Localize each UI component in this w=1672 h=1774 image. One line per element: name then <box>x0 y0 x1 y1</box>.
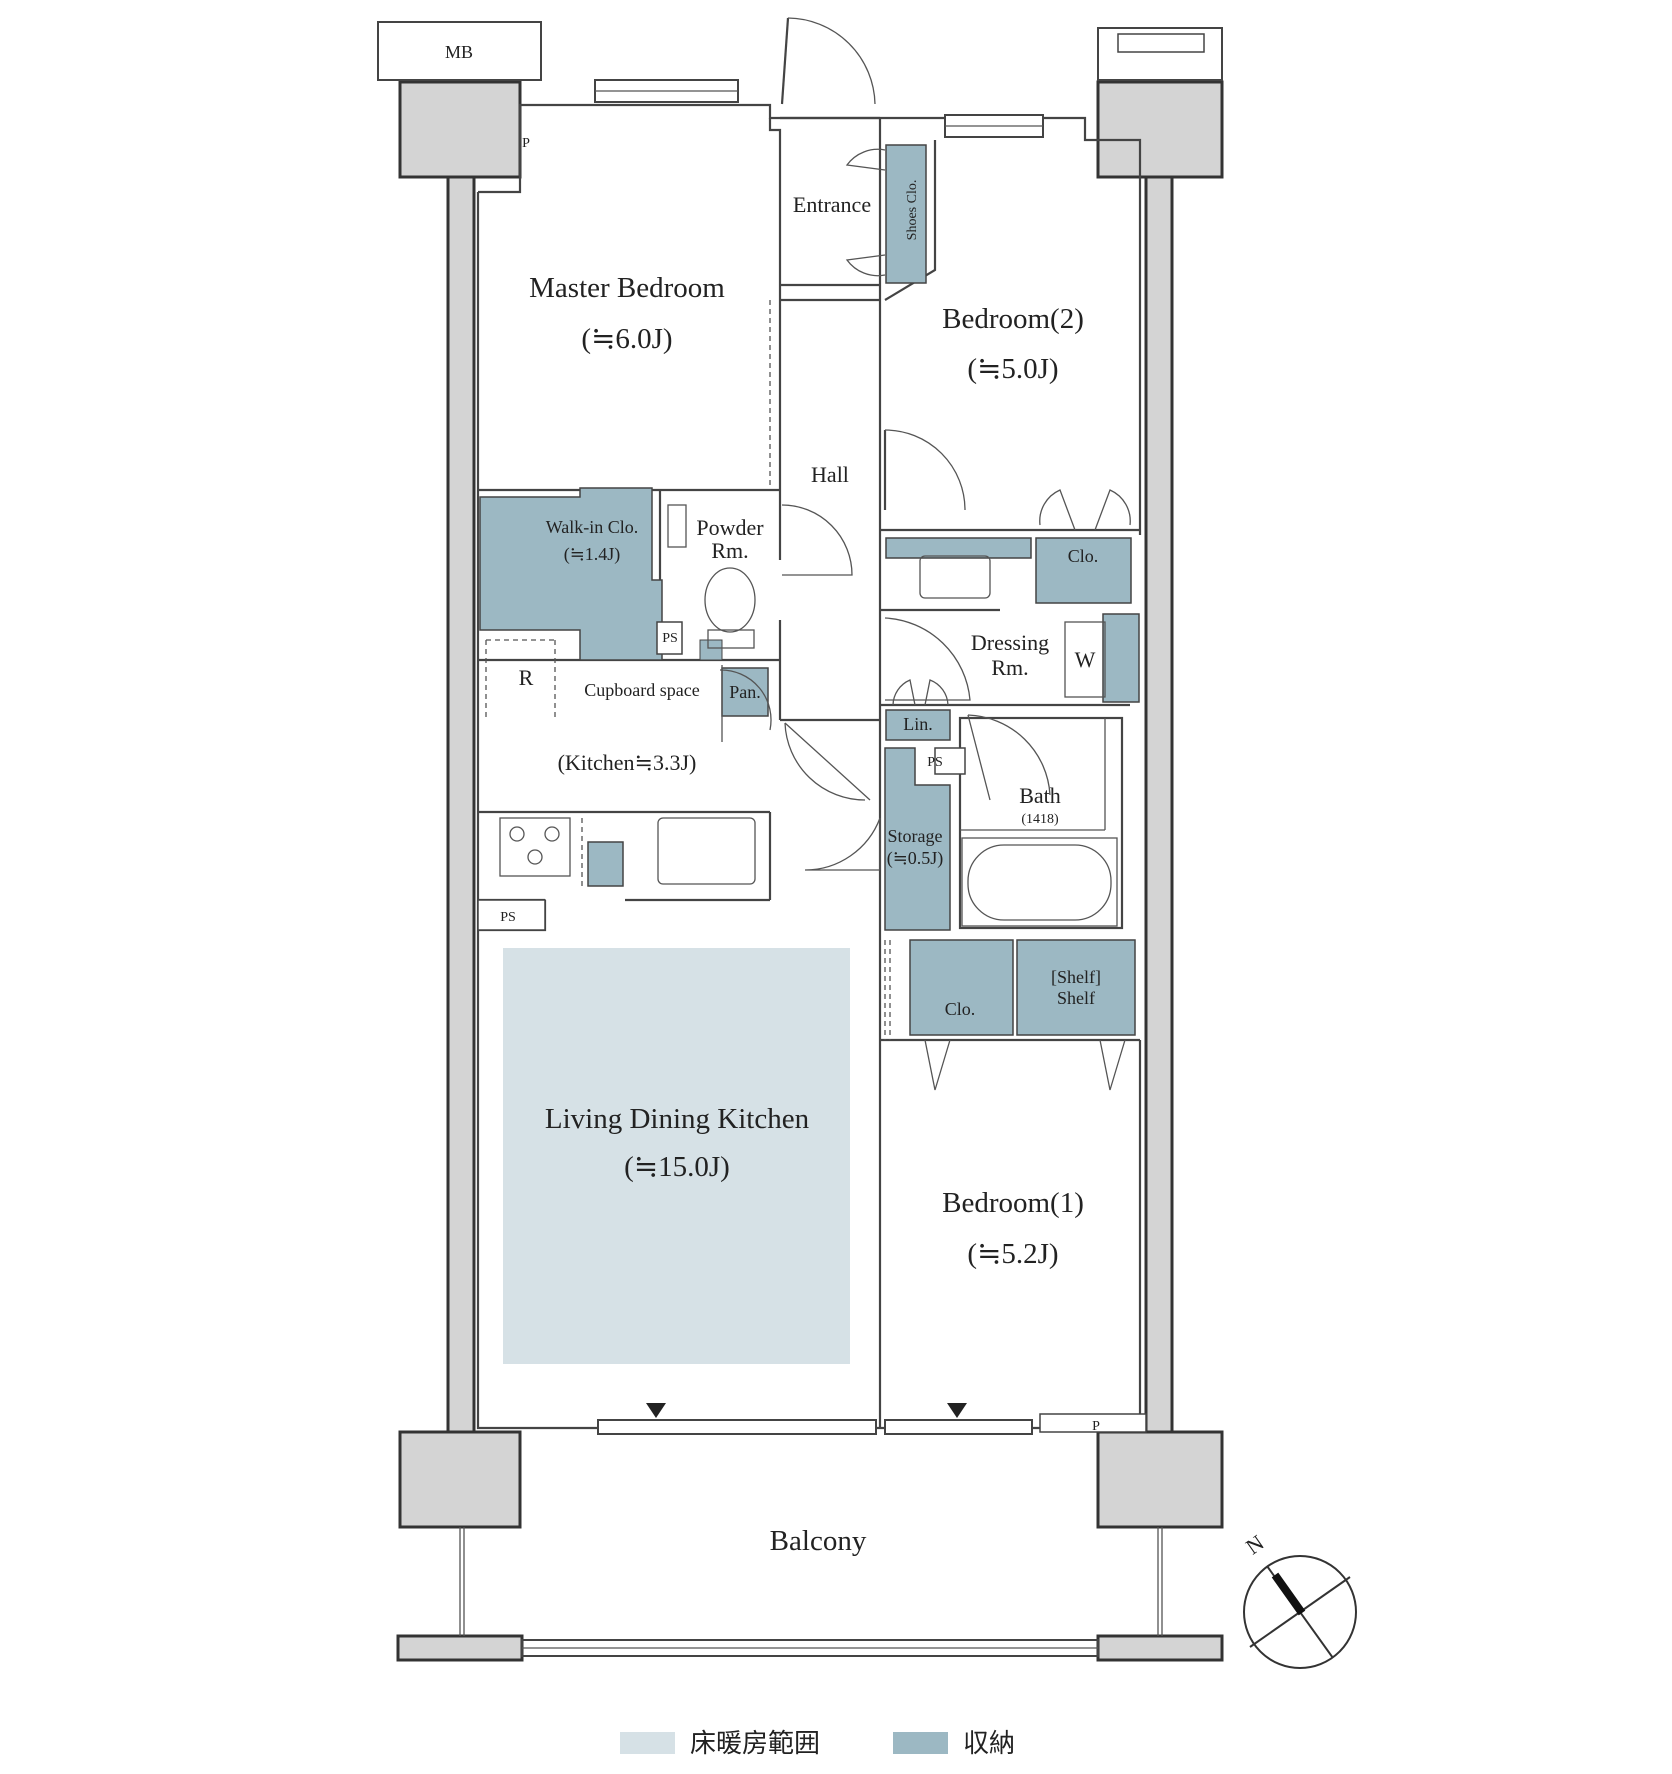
label-powder-rm: Powder <box>696 515 764 540</box>
label-bedroom2: Bedroom(2) <box>942 303 1084 335</box>
label-p-bottom: P <box>1092 1419 1100 1434</box>
label-dressing-rm-2: Rm. <box>991 655 1028 680</box>
label-ps-powder: PS <box>662 631 678 646</box>
bathtub <box>967 844 1112 921</box>
label-bedroom1-size: (≒5.2J) <box>967 1238 1058 1270</box>
label-storage-size: (≒0.5J) <box>887 848 944 869</box>
kitchen-storage-block <box>587 841 624 887</box>
label-ps-storage: PS <box>927 755 943 770</box>
compass-n-label: N <box>1241 1530 1268 1560</box>
structural-walls <box>396 80 1224 1662</box>
label-pan: Pan. <box>729 682 761 702</box>
storage-blocks <box>479 144 1140 1036</box>
label-ps-kitchen: PS <box>500 910 516 925</box>
label-balcony: Balcony <box>770 1525 867 1557</box>
walkin-clo-block <box>479 487 663 661</box>
label-ldk-size: (≒15.0J) <box>624 1151 730 1183</box>
washing-machine <box>1064 621 1106 698</box>
lin-block <box>885 709 951 741</box>
label-kitchen: (Kitchen≒3.3J) <box>558 750 697 775</box>
label-storage: Storage <box>888 826 943 846</box>
label-hall: Hall <box>811 462 849 487</box>
label-mb: MB <box>445 42 473 62</box>
compass: N <box>1241 1530 1357 1669</box>
label-powder-rm-2: Rm. <box>711 538 748 563</box>
fixtures <box>477 504 1118 931</box>
label-lin: Lin. <box>903 714 933 734</box>
dressing-storage-block <box>1102 613 1140 703</box>
label-clo-bed2: Clo. <box>1068 546 1099 566</box>
label-clo-bed1: Clo. <box>945 999 976 1019</box>
label-dressing-rm: Dressing <box>971 630 1049 655</box>
label-shelf-1: [Shelf] <box>1051 967 1101 987</box>
label-bath: Bath <box>1019 783 1061 808</box>
legend-storage: 収納 <box>963 1729 1015 1759</box>
legend-floor-heating: 床暖房範囲 <box>690 1729 820 1759</box>
label-master-bedroom-size: (≒6.0J) <box>581 323 672 355</box>
interior-walls <box>476 79 1147 1435</box>
window-marker-bedroom1 <box>947 1403 967 1418</box>
floor-heating-area <box>503 948 850 1364</box>
sink <box>919 555 991 599</box>
label-p-top: P <box>522 136 530 151</box>
window-marker-ldk <box>646 1403 666 1418</box>
storage-block <box>884 747 951 931</box>
label-bath-size: (1418) <box>1021 812 1059 827</box>
label-r: R <box>519 665 534 690</box>
label-cupboard-space: Cupboard space <box>584 680 699 700</box>
shelf-block <box>1016 939 1136 1036</box>
label-entrance: Entrance <box>793 192 871 217</box>
label-bedroom2-size: (≒5.0J) <box>967 353 1058 385</box>
label-master-bedroom: Master Bedroom <box>529 272 725 304</box>
clo-bed2-block <box>1035 537 1132 604</box>
label-shoes-clo: Shoes Clo. <box>905 180 920 241</box>
bathtub-frame <box>961 837 1118 927</box>
shoes-clo-block <box>885 144 927 284</box>
label-bedroom1: Bedroom(1) <box>942 1187 1084 1219</box>
stove <box>499 817 571 877</box>
label-w: W <box>1075 647 1096 672</box>
door-swings <box>719 17 1131 1091</box>
label-walkin-clo-size: (≒1.4J) <box>564 544 621 565</box>
north-needle <box>1271 1572 1306 1616</box>
clo-bed1-block <box>909 939 1014 1036</box>
legend-swatch-storage <box>893 1732 948 1754</box>
toilet <box>704 567 756 633</box>
legend-swatch-floor-heating <box>620 1732 675 1754</box>
mb-box <box>377 21 542 81</box>
label-shelf-2: Shelf <box>1057 988 1095 1008</box>
legend: 床暖房範囲 収納 <box>620 1729 1015 1759</box>
label-walkin-clo: Walk-in Clo. <box>546 517 639 537</box>
kitchen-sink <box>657 817 756 885</box>
label-ldk: Living Dining Kitchen <box>545 1103 810 1135</box>
